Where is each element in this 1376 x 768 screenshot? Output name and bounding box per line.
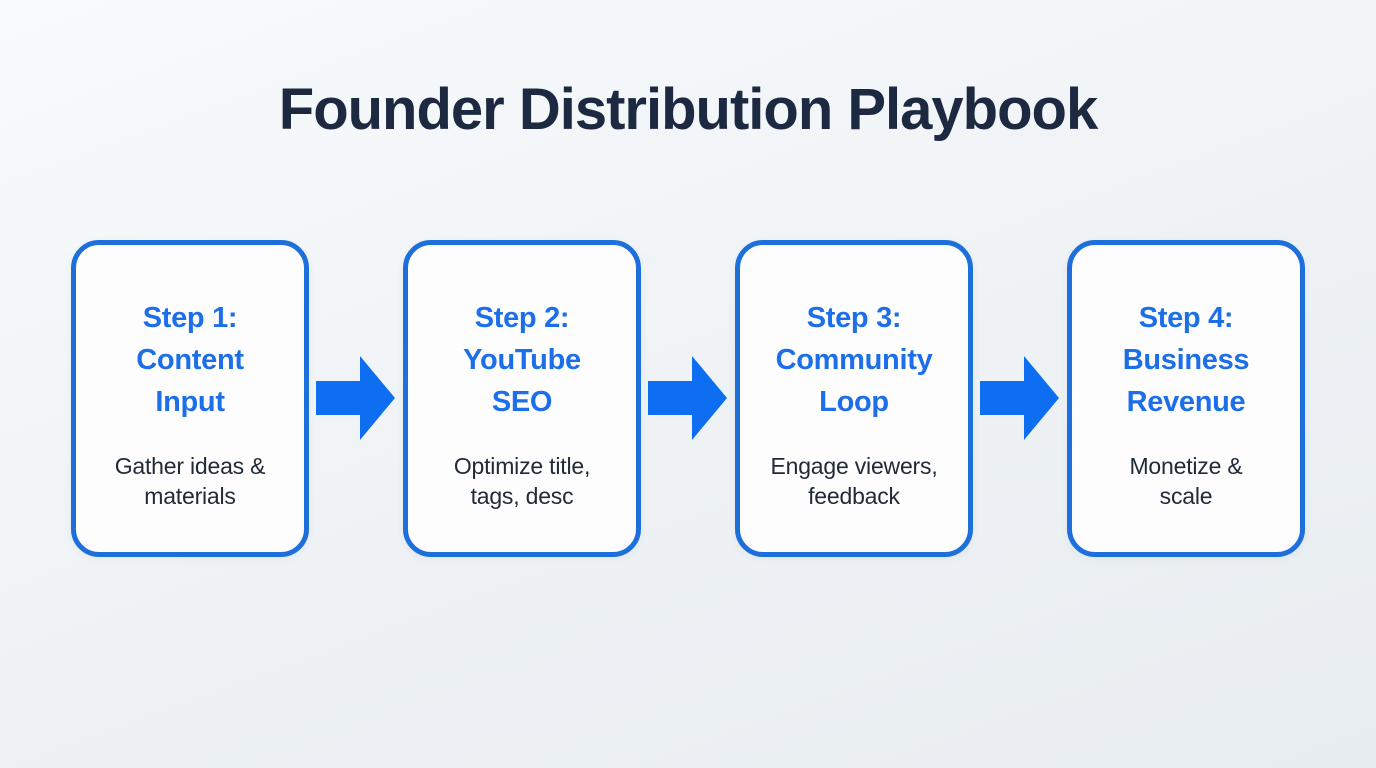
step-3-heading: Step 3: Community Loop xyxy=(776,297,933,423)
right-block-arrow-icon xyxy=(316,355,396,441)
step-4-heading: Step 4: Business Revenue xyxy=(1123,297,1250,423)
step-4-heading-line: Revenue xyxy=(1126,385,1246,418)
right-block-arrow-icon xyxy=(648,355,728,441)
step-3-description: Engage viewers, feedback xyxy=(770,452,938,509)
step-card-4: Step 4: Business Revenue Monetize & scal… xyxy=(1067,239,1305,557)
step-3-heading-line: Community xyxy=(775,343,933,376)
step-1-heading-line: Content xyxy=(136,343,244,376)
right-block-arrow-shape xyxy=(648,356,727,441)
step-4-heading-line: Step 4: xyxy=(1138,301,1234,334)
right-block-arrow-shape xyxy=(980,356,1059,441)
step-card-2: Step 2: YouTube SEO Optimize title, tags… xyxy=(403,239,641,557)
step-3-heading-line: Loop xyxy=(819,385,889,418)
right-block-arrow-shape xyxy=(316,356,395,441)
step-4-description: Monetize & scale xyxy=(1129,452,1243,509)
step-1-heading-line: Step 1: xyxy=(142,301,238,334)
step-2-description: Optimize title, tags, desc xyxy=(453,452,591,509)
step-2-heading-line: Step 2: xyxy=(474,301,570,334)
step-2-heading-line: SEO xyxy=(491,385,553,418)
right-block-arrow-icon xyxy=(980,355,1060,441)
step-card-3: Step 3: Community Loop Engage viewers, f… xyxy=(735,239,973,557)
page-title: Founder Distribution Playbook xyxy=(278,77,1098,142)
step-1-heading-line: Input xyxy=(155,385,225,418)
step-2-heading-line: YouTube xyxy=(463,343,581,376)
step-1-heading: Step 1: Content Input xyxy=(136,297,244,423)
step-1-description: Gather ideas & materials xyxy=(114,452,266,509)
step-3-heading-line: Step 3: xyxy=(806,301,902,334)
step-4-heading-line: Business xyxy=(1122,343,1250,376)
step-2-heading: Step 2: YouTube SEO xyxy=(463,297,581,423)
step-card-1: Step 1: Content Input Gather ideas & mat… xyxy=(71,239,309,557)
process-flow: Step 1: Content Input Gather ideas & mat… xyxy=(0,239,1376,557)
